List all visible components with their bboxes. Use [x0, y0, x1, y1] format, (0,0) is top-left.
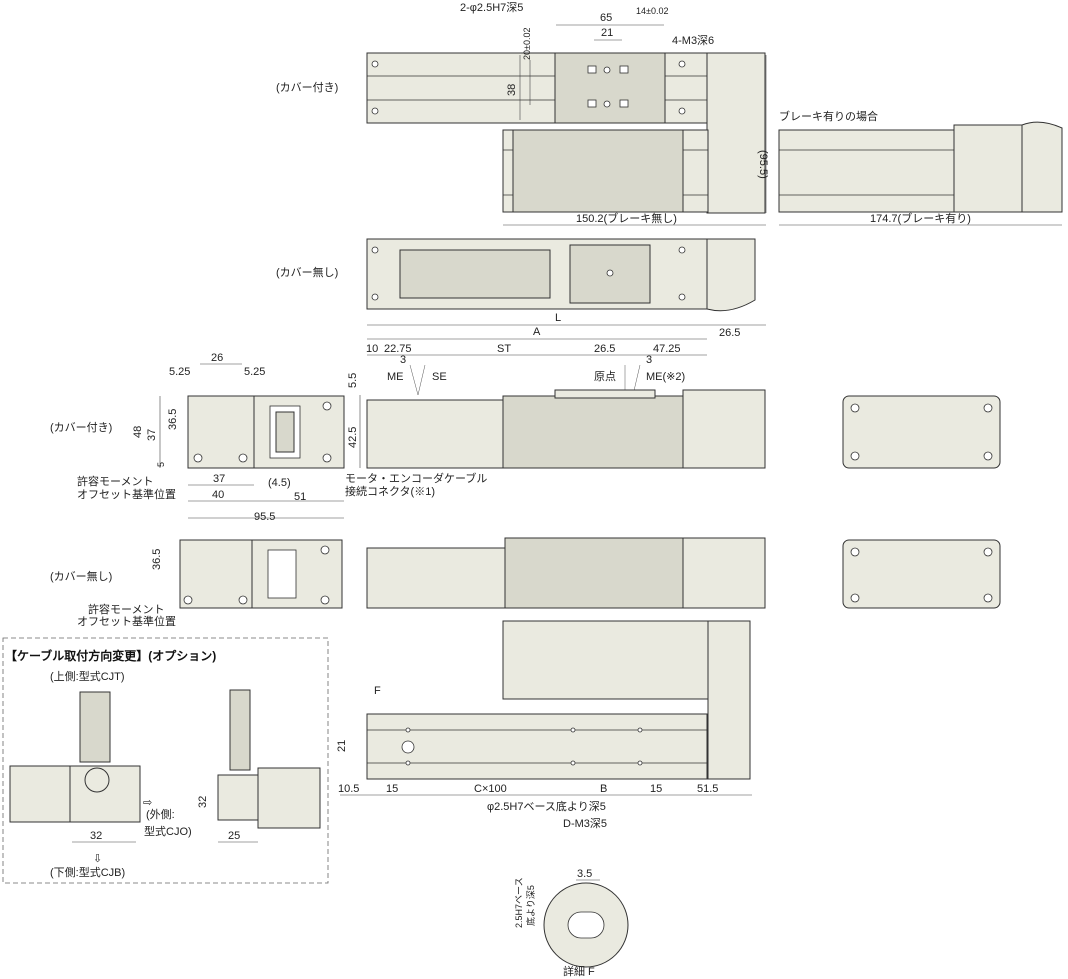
option-d32b: 32: [197, 796, 209, 808]
dim-26-5: 26.5: [719, 327, 740, 339]
dim-51-5: 51.5: [697, 783, 718, 795]
label-origin: 原点: [594, 370, 616, 383]
label-dm3: D-M3深5: [563, 817, 607, 830]
dim-150-2: 150.2(ブレーキ無し): [576, 211, 677, 225]
dim-4-5: (4.5): [268, 477, 291, 489]
dim-A: A: [533, 326, 541, 338]
dim-47-25: 47.25: [653, 343, 681, 355]
label-motor2: 接続コネクタ(※1): [345, 484, 435, 498]
dim-5-5: 5.5: [347, 373, 359, 388]
dim-15b: 15: [650, 783, 662, 795]
label-offsetb1: 許容モーメント: [88, 602, 165, 616]
dim-37v: 37: [146, 429, 158, 441]
dim-26-5b: 26.5: [594, 343, 615, 355]
label-offset2: オフセット基準位置: [77, 487, 176, 501]
dim-15a: 15: [386, 783, 398, 795]
dim-5-25b: 5.25: [244, 366, 265, 378]
dim-14: 14±0.02: [636, 6, 668, 16]
end-view-cover: (カバー付き) 26 5.25 5.25 48 37 36.5 5 37 40 …: [50, 352, 487, 523]
option-panel: 【ケーブル取付方向変更】(オプション) (上側:型式CJT) ⇨ (外側: 型式…: [2, 637, 329, 884]
option-lower: (下側:型式CJB): [50, 865, 125, 879]
dim-3a: 3: [400, 354, 406, 366]
label-brake-case: ブレーキ有りの場合: [779, 109, 878, 123]
option-d32a: 32: [90, 830, 102, 842]
dim-pin-hole: 2-φ2.5H7深5: [460, 1, 523, 14]
option-d25: 25: [228, 830, 240, 842]
option-arrow-right: ⇨: [143, 797, 152, 809]
dim-37h: 37: [213, 473, 225, 485]
bottom-view: F 21 10.5 15 C×100 B 15 51.5 φ2.5H7ベース底よ…: [336, 620, 752, 830]
label-SE: SE: [432, 371, 447, 383]
dim-22-75: 22.75: [384, 343, 412, 355]
label-detail-pin1: 2.5H7ベース: [514, 877, 524, 928]
label-ME2: ME(※2): [646, 371, 685, 383]
label-motor1: モータ・エンコーダケーブル: [345, 471, 487, 485]
dimension-chain: L A 26.5 10 22.75 ST 26.5 47.25 3 3 ME S…: [366, 312, 766, 396]
option-title: 【ケーブル取付方向変更】(オプション): [5, 648, 216, 663]
dim-51: 51: [294, 491, 306, 503]
dim-36-5: 36.5: [167, 409, 179, 430]
detail-F: 3.5 2.5H7ベース 底より深5 詳細 F: [514, 868, 629, 978]
label-cover-none-top: (カバー無し): [276, 265, 338, 279]
dim-174-7: 174.7(ブレーキ有り): [870, 211, 971, 225]
label-cover-front: (カバー付き): [50, 421, 112, 434]
dim-21b: 21: [336, 740, 348, 752]
option-outer1: (外側:: [146, 808, 175, 821]
label-detail-pin2: 底より深5: [525, 885, 536, 926]
dim-m3-4: 4-M3深6: [672, 34, 714, 47]
side-view-motor: (95.5) 150.2(ブレーキ無し): [502, 55, 769, 226]
label-F: F: [374, 685, 381, 697]
dim-10-5: 10.5: [338, 783, 359, 795]
dim-Cx100: C×100: [474, 783, 507, 795]
option-outer2: 型式CJO): [144, 824, 192, 838]
dim-40: 40: [212, 489, 224, 501]
label-pin-base: φ2.5H7ベース底より深5: [487, 799, 606, 813]
right-end-view-cover: [842, 395, 1001, 469]
dim-42-5: 42.5: [347, 427, 359, 448]
label-ME1: ME: [387, 371, 404, 383]
label-detail-F: 詳細 F: [563, 964, 595, 978]
dim-95-5h: 95.5: [254, 511, 275, 523]
dim-ST: ST: [497, 343, 511, 355]
dim-95-5v: (95.5): [757, 150, 769, 179]
label-offset1: 許容モーメント: [77, 474, 154, 488]
dim-48: 48: [132, 426, 144, 438]
top-view-cover: (カバー付き) 2-φ2.5H7深5 65 14±0.02 21 4-M3深6 …: [276, 1, 766, 214]
dim-36-5b: 36.5: [151, 549, 163, 570]
option-upper: (上側:型式CJT): [50, 669, 125, 683]
dim-38: 38: [506, 84, 518, 96]
dim-10: 10: [366, 343, 378, 355]
label-offsetb2: オフセット基準位置: [77, 614, 176, 628]
dim-65: 65: [600, 12, 612, 24]
brake-case-view: ブレーキ有りの場合 174.7(ブレーキ有り): [778, 109, 1063, 226]
dim-L: L: [555, 312, 561, 324]
option-arrow-down: ⇩: [93, 853, 102, 865]
dim-20: 20±0.02: [522, 28, 532, 60]
top-view-nocover: (カバー無し): [276, 238, 756, 312]
front-view-cover: 5.5 42.5: [347, 373, 766, 469]
dim-21: 21: [601, 27, 613, 39]
dim-B: B: [600, 783, 607, 795]
dim-3-5: 3.5: [577, 868, 592, 880]
dim-5-25a: 5.25: [169, 366, 190, 378]
dim-3b: 3: [646, 354, 652, 366]
front-view-nocover: 36.5 (カバー無し) 許容モーメント オフセット基準位置: [50, 537, 1001, 628]
dim-5: 5: [156, 462, 166, 467]
label-cover-none-front: (カバー無し): [50, 569, 112, 583]
label-cover-top: (カバー付き): [276, 81, 338, 94]
dim-26: 26: [211, 352, 223, 364]
